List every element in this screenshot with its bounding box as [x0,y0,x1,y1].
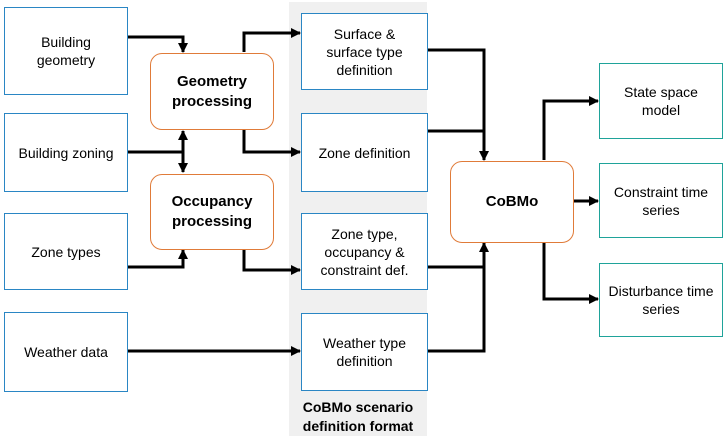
weather-type-definition-box: Weather type definition [301,313,428,391]
arrow-weathertype-to-cobmo [428,267,486,353]
constraint-time-series-box: Constraint time series [599,163,723,238]
weather-data-box: Weather data [4,312,128,392]
arrow-zonetypes-to-occproc [128,249,188,269]
surface-definition-box: Surface & surface type definition [301,13,428,90]
zone-type-definition-box: Zone type, occupancy & constraint def. [301,213,428,290]
arrow-surface-to-cobmo [428,48,489,161]
zone-definition-box: Zone definition [301,113,428,192]
arrow-occproc-to-zonetype [242,250,301,275]
disturbance-time-series-box: Disturbance time series [599,263,723,337]
arrow-geoproc-to-zonedef [242,130,301,157]
geometry-processing-box: Geometry processing [150,53,274,130]
building-geometry-box: Building geometry [4,7,128,95]
occupancy-processing-box: Occupancy processing [150,174,274,250]
arrow-cobmo-to-disturbance [542,243,599,304]
zone-types-box: Zone types [4,213,128,290]
arrow-zonetype-to-cobmo [428,242,489,269]
state-space-model-box: State space model [599,63,723,139]
arrow-geometry-to-geoproc [128,35,188,53]
building-zoning-box: Building zoning [4,113,128,192]
scenario-format-label: CoBMo scenario definition format [302,399,414,434]
arrow-cobmo-to-statespace [542,96,599,160]
cobmo-box: CoBMo [450,161,574,243]
arrow-geoproc-to-surface [242,28,301,52]
